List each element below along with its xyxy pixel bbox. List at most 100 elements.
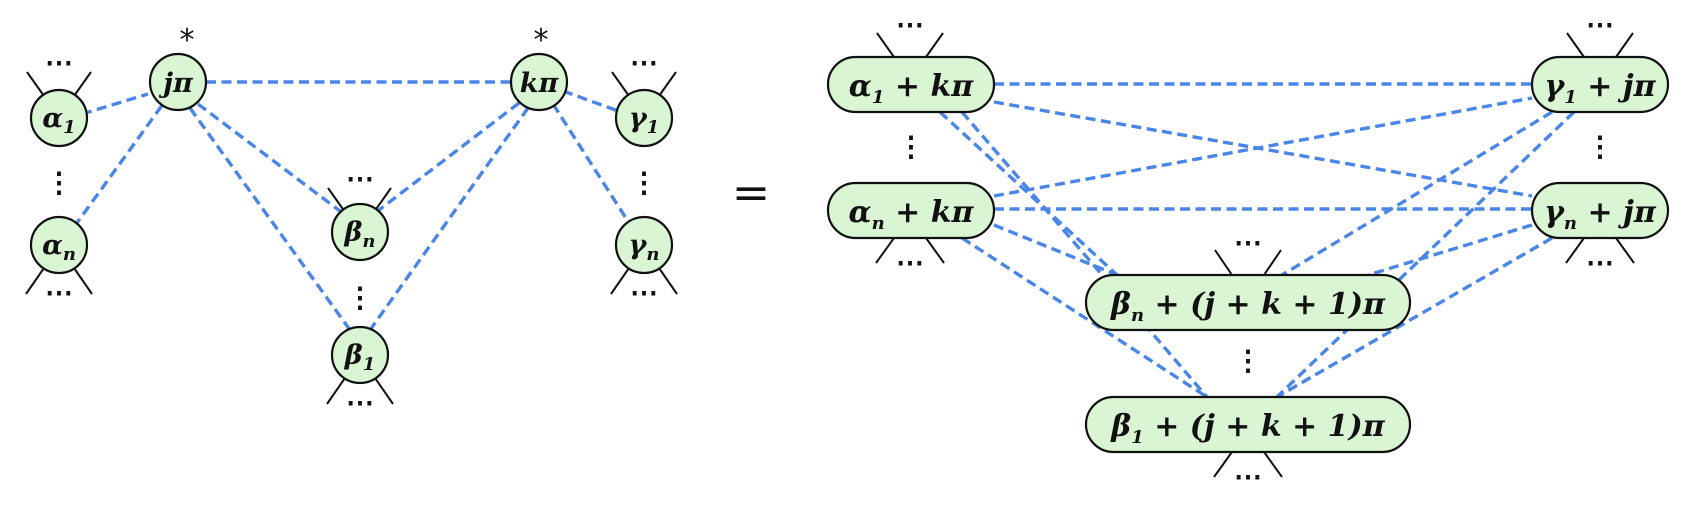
node-label: kπ: [520, 68, 560, 99]
leg: [1213, 451, 1233, 478]
ellipsis: ⋯: [630, 46, 658, 79]
leg: [1214, 249, 1233, 276]
right-diagram: ⋯ α1 + kπ ⋮ αn + kπ ⋯ ⋯ γ1 + jπ ⋮ γn + j…: [826, 8, 1670, 493]
edge-alpha1-betan: [938, 110, 1119, 277]
node-label: αn + kπ: [849, 195, 975, 234]
leg: [1565, 237, 1585, 264]
node-label: α1 + kπ: [849, 69, 974, 108]
spider-pill: [826, 181, 996, 240]
node-beta-n: ⋯ βn: [327, 162, 392, 262]
right-edges: [938, 82, 1576, 399]
edge-gamma1-beta1: [1275, 110, 1576, 399]
leg: [658, 71, 677, 97]
edge-kpi-gamma1: [562, 89, 622, 114]
edge-alphan-betan: [993, 223, 1118, 277]
ellipsis: ⋯: [896, 246, 924, 279]
node-label: α1: [42, 103, 75, 138]
node-gamma-1-plus-j-pi: ⋯ γ1 + jπ: [1530, 8, 1670, 114]
ellipsis: ⋯: [1586, 8, 1614, 41]
node-alpha-1-plus-k-pi: ⋯ α1 + kπ: [826, 8, 996, 114]
leg: [73, 267, 93, 295]
edge-jpi-beta1: [188, 107, 352, 331]
leg: [26, 71, 45, 97]
vdots: ⋮: [897, 130, 925, 163]
spider-circle: [614, 88, 674, 148]
leg: [925, 32, 944, 58]
node-label: γ1: [629, 103, 659, 138]
spider-circle: [509, 52, 569, 112]
ellipsis: ⋯: [1234, 226, 1262, 259]
ellipsis: ⋯: [45, 276, 73, 309]
edge-gamma1-betan: [1281, 110, 1553, 277]
node-label: β1: [344, 340, 375, 375]
leg: [1615, 32, 1634, 58]
star-mark: *: [180, 23, 195, 58]
spider-pill: [1084, 395, 1412, 454]
spider-circle: [614, 215, 674, 275]
edge-alphan-beta1: [961, 236, 1208, 399]
leg: [327, 187, 346, 213]
edge-alpha1-jpi: [81, 92, 149, 116]
edge-gamman-betan: [1367, 223, 1533, 277]
edge-jpi-betan: [196, 102, 342, 213]
node-alpha-n-plus-k-pi: αn + kπ ⋯: [826, 181, 996, 279]
spider-circle: [330, 202, 390, 262]
leg: [610, 267, 630, 295]
node-beta-1-plus-jk1-pi: β1 + (j + k + 1)π ⋯: [1084, 395, 1412, 493]
leg: [1263, 249, 1282, 276]
spider-pill: [1530, 181, 1670, 240]
node-beta-n-plus-jk1-pi: ⋯ βn + (j + k + 1)π: [1084, 226, 1412, 332]
spider-pill: [1084, 273, 1412, 332]
vdots: ⋮: [45, 166, 73, 199]
leg: [73, 71, 92, 97]
node-j-pi: * jπ: [148, 23, 208, 112]
spider-circle: [148, 52, 208, 112]
leg: [1566, 32, 1585, 58]
edge-alphan-jpi: [72, 103, 165, 228]
edge-kpi-gamman: [551, 103, 633, 227]
node-label: jπ: [158, 68, 194, 99]
leg: [925, 237, 945, 264]
edge-kpi-beta1: [368, 107, 530, 331]
vdots: ⋮: [1586, 130, 1614, 163]
ellipsis: ⋯: [896, 8, 924, 41]
spider-circle: [330, 325, 390, 385]
node-k-pi: * kπ: [509, 23, 569, 112]
spider-pill: [1530, 55, 1670, 114]
leg: [1615, 237, 1635, 264]
node-alpha-1: ⋯ α1: [26, 46, 92, 148]
spider-circle: [29, 88, 89, 148]
ellipsis: ⋯: [630, 276, 658, 309]
left-edges: [72, 80, 633, 331]
left-diagram: ⋯ α1 ⋮ αn ⋯ * jπ * kπ ⋯: [25, 23, 678, 419]
leg: [326, 377, 346, 405]
leg: [658, 267, 678, 295]
spider-circle: [29, 215, 89, 275]
node-alpha-n: αn ⋯: [25, 215, 93, 309]
edge-alphan-gamma1: [993, 96, 1533, 198]
leg: [373, 187, 392, 213]
node-gamma-1: ⋯ γ1: [611, 46, 677, 148]
ellipsis: ⋯: [1234, 460, 1262, 493]
ellipsis: ⋯: [346, 162, 374, 195]
ellipsis: ⋯: [1586, 246, 1614, 279]
node-label: αn: [42, 230, 76, 265]
node-label: γ1 + jπ: [1544, 69, 1656, 108]
leg: [374, 377, 394, 405]
vdots: ⋮: [630, 166, 658, 199]
edge-alpha1-beta1: [960, 110, 1209, 399]
node-label: β1 + (j + k + 1)π: [1110, 409, 1385, 448]
edge-gamman-beta1: [1276, 236, 1553, 399]
leg: [875, 237, 895, 264]
node-label: γn + jπ: [1544, 195, 1657, 234]
node-label: βn: [343, 217, 375, 252]
node-gamma-n: γn ⋯: [610, 215, 678, 309]
edge-kpi-betan: [377, 101, 521, 212]
leg: [876, 32, 895, 58]
leg: [611, 71, 630, 97]
node-beta-1: β1 ⋯: [326, 325, 394, 419]
leg: [25, 267, 45, 295]
node-gamma-n-plus-j-pi: γn + jπ ⋯: [1530, 181, 1670, 279]
node-label: βn + (j + k + 1)π: [1110, 287, 1386, 326]
